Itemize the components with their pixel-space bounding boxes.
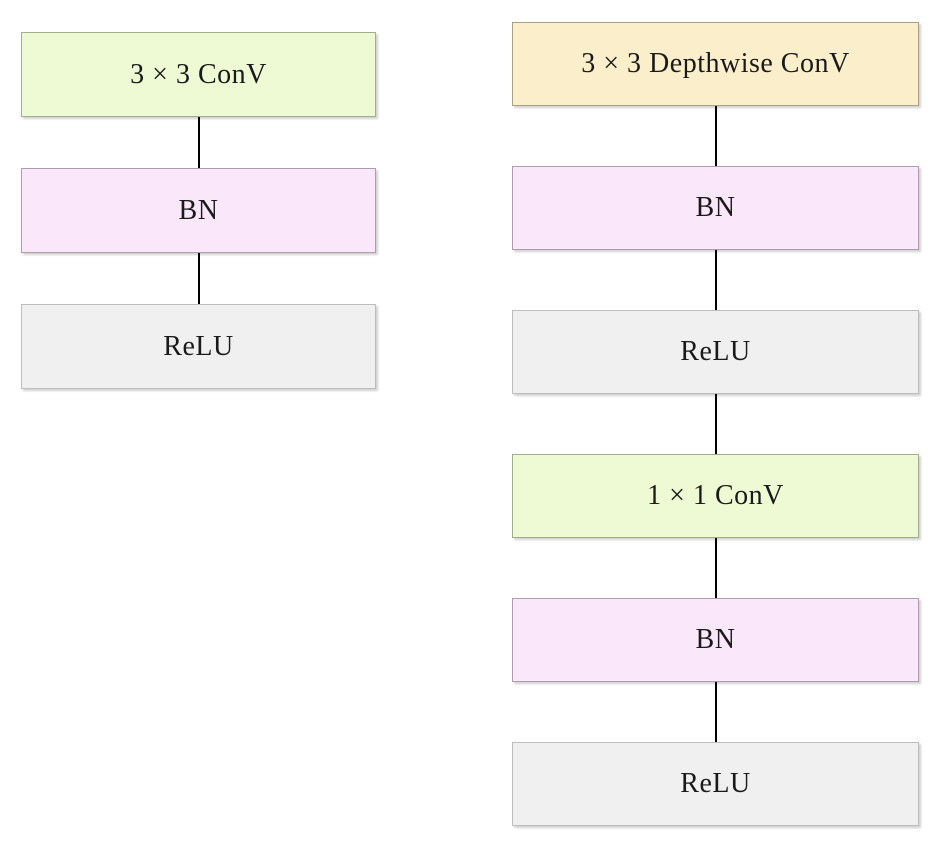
connector-line <box>714 394 717 454</box>
diagram-node-relu: ReLU <box>512 310 919 394</box>
connector-line <box>714 538 717 598</box>
depthwise-separable-conv-block-column: 3 × 3 Depthwise ConV BN ReLU 1 × 1 ConV BN Re… <box>512 22 919 826</box>
diagram-node-relu: ReLU <box>21 304 376 389</box>
connector-line <box>714 106 717 166</box>
diagram-node-bn: BN <box>512 598 919 682</box>
connector-line <box>197 117 200 168</box>
diagram-node-conv: 1 × 1 ConV <box>512 454 919 538</box>
diagram-node-bn: BN <box>21 168 376 253</box>
connector-line <box>714 250 717 310</box>
connector-line <box>197 253 200 304</box>
diagram-node-relu: ReLU <box>512 742 919 826</box>
diagram-node-depthwise_conv: 3 × 3 Depthwise ConV <box>512 22 919 106</box>
diagram-node-conv: 3 × 3 ConV <box>21 32 376 117</box>
standard-conv-block-column: 3 × 3 ConV BN ReLU <box>21 32 376 389</box>
diagram-node-bn: BN <box>512 166 919 250</box>
connector-line <box>714 682 717 742</box>
